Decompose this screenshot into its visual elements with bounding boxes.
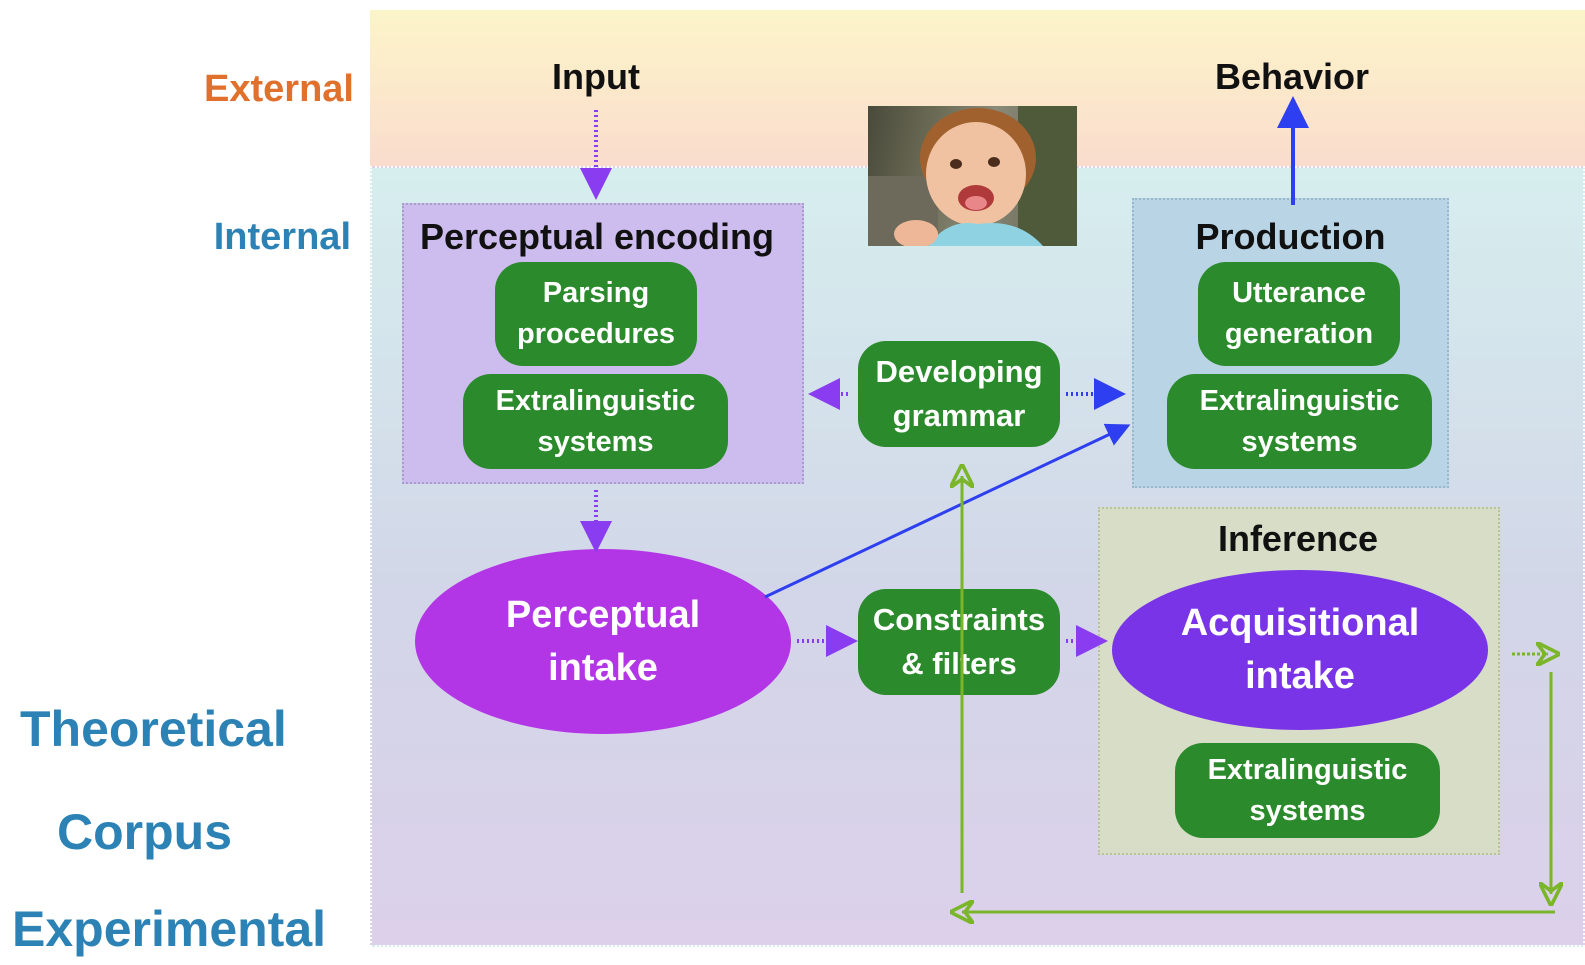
utterance-generation-node: Utterance generation [1198,262,1400,366]
method-corpus: Corpus [57,804,232,860]
perceptual-intake-node: Perceptual intake [415,549,791,734]
method-theoretical: Theoretical [20,701,287,757]
external-label: External [204,68,354,110]
perceptual-encoding-title: Perceptual encoding [419,216,775,257]
production-extralinguistic-node: Extralinguistic systems [1167,374,1432,469]
inference-title: Inference [1217,518,1379,559]
arrow-intake-to-production [764,423,1131,599]
inference-extralinguistic-node: Extralinguistic systems [1175,743,1440,838]
child-photo [868,106,1077,246]
internal-label: Internal [213,216,351,258]
production-title: Production [1195,216,1386,257]
constraints-filters-node: Constraints & filters [858,589,1060,695]
developing-grammar-node: Developing grammar [858,341,1060,447]
method-experimental: Experimental [12,901,327,957]
acquisitional-intake-node: Acquisitional intake [1112,570,1488,730]
input-heading: Input [552,56,640,97]
perception-extralinguistic-node: Extralinguistic systems [463,374,728,469]
behavior-heading: Behavior [1214,56,1370,97]
parsing-procedures-node: Parsing procedures [495,262,697,366]
